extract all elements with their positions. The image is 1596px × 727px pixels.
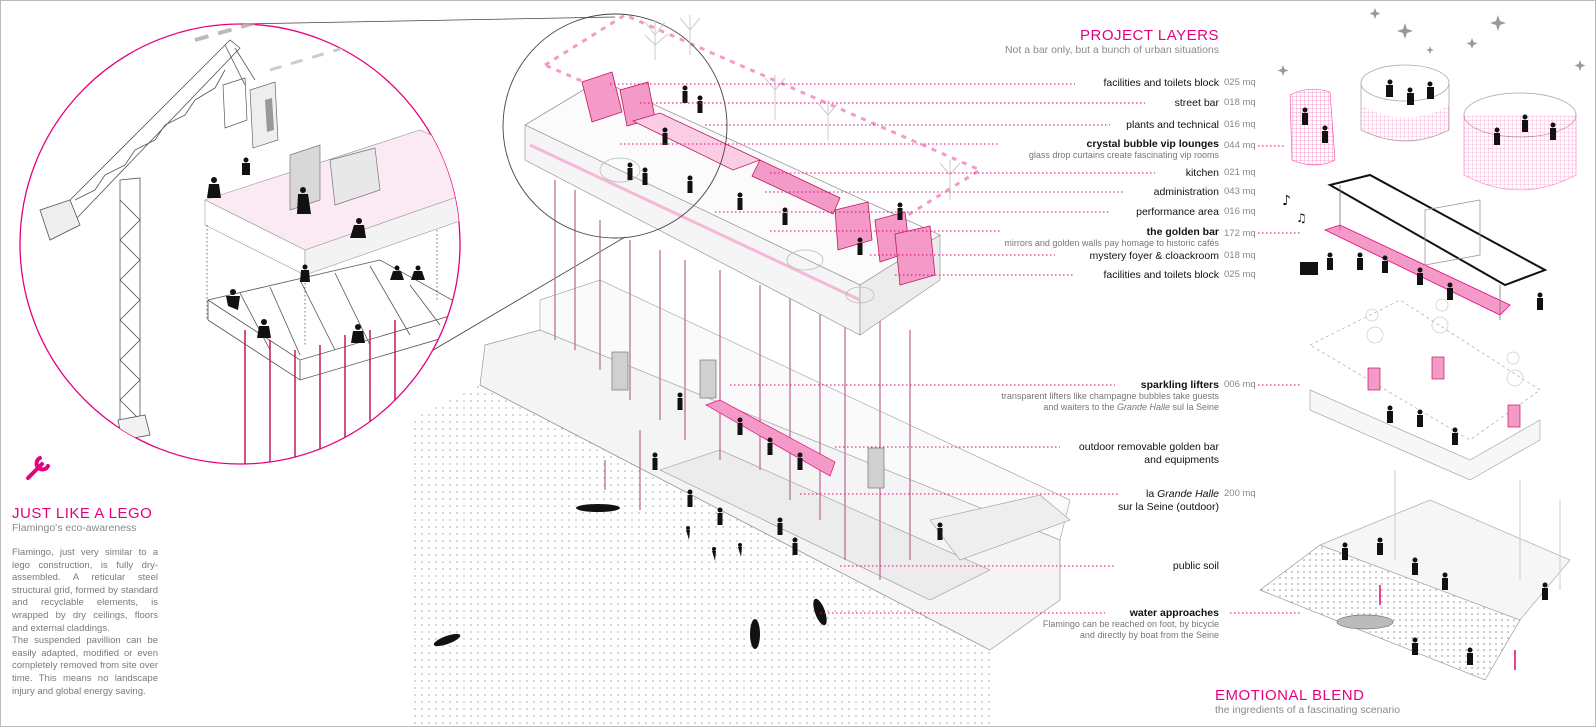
layer-row-plants: plants and technical [1126,118,1219,132]
note-text-italic: Grande Halle [1116,402,1170,412]
lego-title: JUST LIKE A LEGO [12,505,153,522]
layer-label: mystery foyer & cloackroom [1089,250,1219,262]
qty-golden-bar: 172 mq [1224,228,1256,239]
note-text: sul la Seine [1169,402,1219,412]
layer-row-outdoor-bar-1: outdoor removable golden bar [1079,440,1219,454]
emotional-blend-title: EMOTIONAL BLEND [1215,687,1365,704]
layer-row-golden-bar: the golden bar [1147,225,1219,239]
layer-row-public-soil: public soil [1173,559,1219,573]
lego-detail-circle [19,23,461,465]
svg-text:♫: ♫ [1296,211,1307,225]
water-note-line-1: Flamingo can be reached on foot, by bicy… [1042,619,1219,629]
layer-label: la [1146,488,1158,500]
qty-vip-lounges: 044 mq [1224,140,1256,151]
qty-grande-halle: 200 mq [1224,488,1256,499]
golden-bar-vignette: ♪ ♫ [1282,173,1548,320]
zoom-circle [502,13,728,239]
layer-label: facilities and toilets block [1103,269,1219,281]
emotional-blend-subtitle: the ingredients of a fascinating scenari… [1215,704,1401,716]
qty-plants: 016 mq [1224,119,1256,130]
lifters-note-line-2: and waiters to the Grande Halle sul la S… [1043,402,1219,413]
lifters [611,351,885,489]
layer-row-facilities-top: facilities and toilets block [1103,76,1219,90]
lego-subtitle: Flamingo's eco-awareness [12,522,137,534]
boats [433,504,827,649]
qty-foyer: 018 mq [1224,250,1256,261]
qty-lifters: 006 mq [1224,379,1256,390]
qty-street-bar: 018 mq [1224,97,1256,108]
emotional-blend-vignettes: ♪ ♫ [1259,8,1586,681]
project-layers-title: PROJECT LAYERS [1080,27,1219,44]
water-vignette [1259,470,1571,681]
layer-label: facilities and toilets block [1103,77,1219,89]
layer-label: and equipments [1144,454,1219,466]
layer-label: kitchen [1185,167,1219,179]
leader-lines [610,83,1300,614]
layer-label: plants and technical [1126,119,1219,131]
layers-label-column: facilities and toilets block street bar … [880,0,1219,727]
wrench-icon [26,456,50,480]
lego-description: Flamingo, just very similar to a lego co… [12,547,158,698]
water-note-line-2: and directly by boat from the Seine [1079,630,1219,640]
central-axonometric [410,13,1071,727]
layer-row-facilities-bottom: facilities and toilets block [1103,268,1219,282]
layer-row-grande-halle-1: la Grande Halle [1146,487,1219,501]
lifters-vignette [1309,298,1541,481]
layer-row-grande-halle-2: sur la Seine (outdoor) [1118,500,1219,514]
layer-label: public soil [1172,560,1219,572]
qty-facilities-top: 025 mq [1224,77,1256,88]
qty-facilities-bottom: 025 mq [1224,269,1256,280]
bubble-lounges [1289,64,1577,191]
layer-label: street bar [1174,97,1219,109]
layer-label: crystal bubble vip lounges [1086,138,1219,150]
layer-row-water: water approaches [1130,606,1219,620]
steel-truss [206,259,460,381]
layer-row-street-bar: street bar [1175,96,1219,110]
layer-label: administration [1153,186,1219,198]
layer-label: outdoor removable golden bar [1078,441,1219,453]
people [627,85,943,555]
lifters-note-line-1: transparent lifters like champagne bubbl… [1001,391,1219,401]
vip-lounges-note: glass drop curtains create fascinating v… [1028,150,1219,160]
layer-row-performance: performance area [1136,205,1219,219]
qty-kitchen: 021 mq [1224,167,1256,178]
qty-performance: 016 mq [1224,206,1256,217]
layer-label: sur la Seine (outdoor) [1118,501,1219,513]
svg-text:♪: ♪ [1282,193,1291,209]
layer-row-kitchen: kitchen [1186,166,1219,180]
layer-label: sparkling lifters [1140,379,1219,391]
layer-label: water approaches [1129,607,1219,619]
note-text: and waiters to the [1043,402,1117,412]
flamingo-figures [686,526,742,561]
golden-bar-note: mirrors and golden walls pay homage to h… [1004,238,1219,248]
pavilion-columns [554,180,911,580]
layer-label-italic: Grande Halle [1157,488,1219,500]
project-layers-subtitle: Not a bar only, but a bunch of urban sit… [1004,44,1219,56]
layer-row-foyer: mystery foyer & cloackroom [1089,249,1219,263]
layer-label: performance area [1136,206,1219,218]
layer-row-vip-lounges: crystal bubble vip lounges [1087,137,1219,151]
layer-row-administration: administration [1154,185,1219,199]
lego-paragraph-2: The suspended pavillion can be easily ad… [12,635,158,697]
lego-paragraph-1: Flamingo, just very similar to a lego co… [12,547,158,634]
layer-label: the golden bar [1146,226,1219,238]
layer-row-lifters: sparkling lifters [1141,378,1219,392]
qty-administration: 043 mq [1224,186,1256,197]
layer-row-outdoor-bar-2: and equipments [1144,453,1219,467]
